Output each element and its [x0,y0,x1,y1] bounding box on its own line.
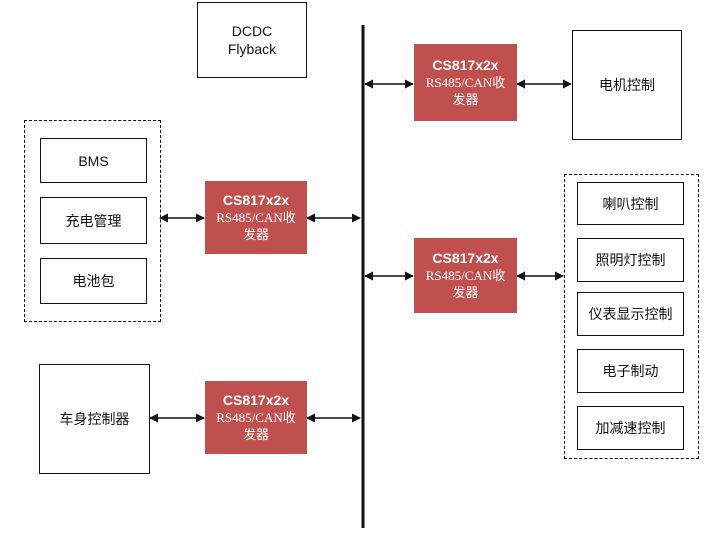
transceiver-left: CS817x2x RS485/CAN收 发器 [205,181,307,254]
battery-group-container [24,120,161,322]
transceiver-subtitle: RS485/CAN收 发器 [425,75,506,107]
lighting-control-box: 照明灯控制 [577,238,684,282]
transceiver-right: CS817x2x RS485/CAN收 发器 [414,238,517,313]
acceleration-control-box: 加减速控制 [577,406,684,450]
motor-control-box: 电机控制 [572,30,682,140]
dcdc-flyback-box: DCDC Flyback [197,2,307,78]
transceiver-top: CS817x2x RS485/CAN收 发器 [414,44,517,121]
body-function-group-container [564,174,699,459]
transceiver-bottom: CS817x2x RS485/CAN收 发器 [205,381,307,454]
body-controller-box: 车身控制器 [39,364,150,474]
transceiver-title: CS817x2x [432,250,499,266]
bms-box: BMS [40,138,147,183]
transceiver-title: CS817x2x [222,192,290,208]
horn-control-box: 喇叭控制 [577,182,684,225]
transceiver-subtitle: RS485/CAN收 发器 [216,410,296,442]
transceiver-title: CS817x2x [222,392,290,408]
electronic-braking-box: 电子制动 [577,349,684,393]
charging-management-box: 充电管理 [40,197,147,244]
transceiver-subtitle: RS485/CAN收 发器 [425,268,506,300]
battery-pack-box: 电池包 [40,258,147,304]
instrument-display-control-box: 仪表显示控制 [577,292,684,336]
transceiver-title: CS817x2x [432,57,499,73]
transceiver-subtitle: RS485/CAN收 发器 [216,210,296,242]
